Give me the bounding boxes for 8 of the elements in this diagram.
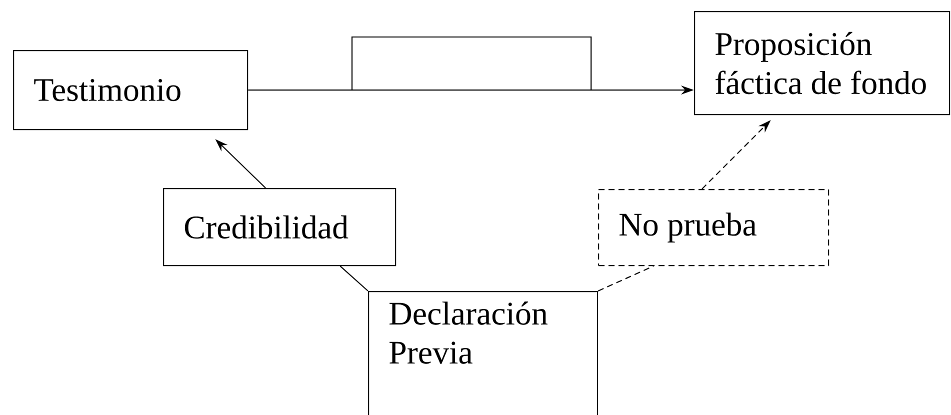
connector-line (598, 266, 654, 292)
connector-line (340, 266, 368, 292)
dashed-box: No prueba (598, 189, 830, 266)
process-box: Proposición fáctica de fondo (694, 11, 950, 116)
process-box: Declaración Previa (368, 291, 598, 415)
open-box (351, 36, 592, 90)
process-box: Testimonio (13, 50, 248, 130)
process-box: Credibilidad (163, 188, 396, 266)
